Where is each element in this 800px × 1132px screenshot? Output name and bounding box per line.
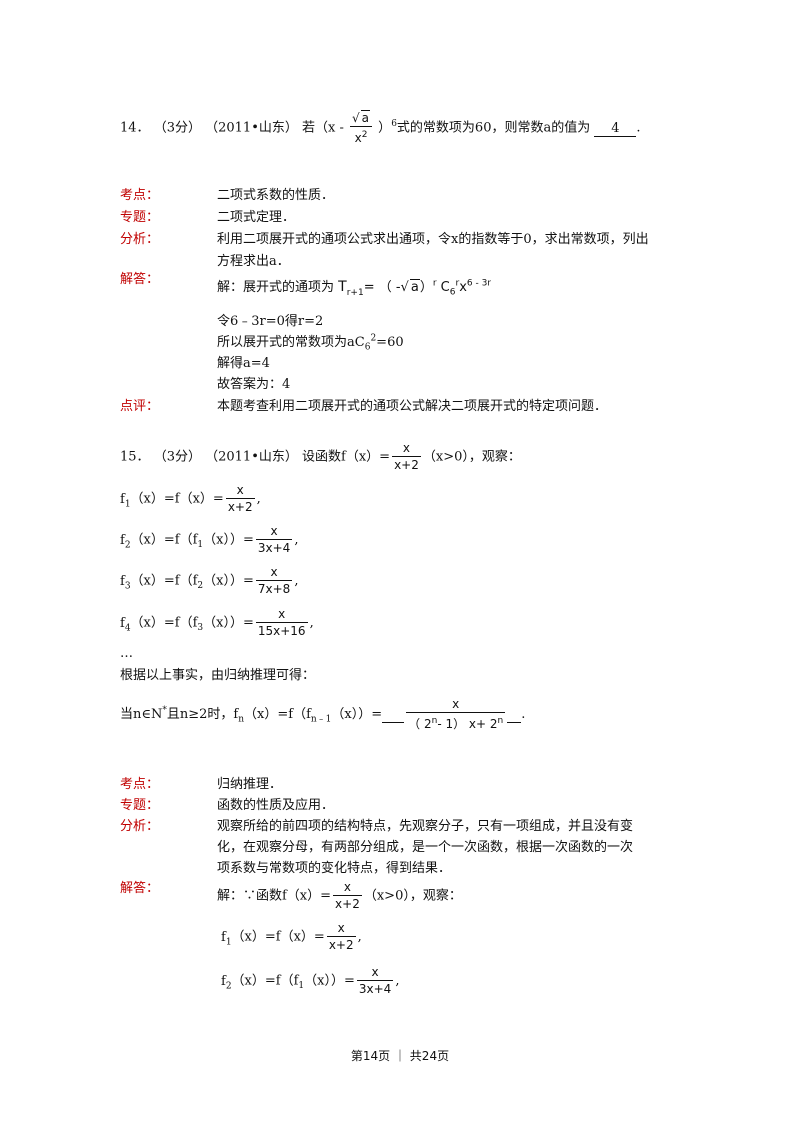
q14-c-sup: r — [455, 278, 460, 289]
q14-fraction: √a x2 — [350, 110, 373, 146]
page-footer: 第14页 ｜ 共24页 — [350, 1049, 450, 1063]
q14-source: （2011•山东） — [205, 120, 298, 136]
q15-answer-fraction: x（ 2n- 1） x+ 2n — [406, 697, 506, 731]
q15-fenxi-line3: 项系数与常数项的变化特点，得到结果． — [217, 861, 452, 876]
q14-step2-pre: 所以展开式的常数项为aC — [217, 335, 365, 350]
q14-zhuanti-label: 专题： — [120, 210, 160, 225]
q15-number: 15． — [120, 449, 150, 465]
q14-fenxi-label: 分析： — [120, 232, 160, 247]
q14-kaodian-label: 考点： — [120, 188, 160, 203]
q15-jieda-label: 解答： — [120, 881, 160, 896]
q14-c-sub: 6 — [449, 287, 456, 298]
q14-number: 14． — [120, 120, 150, 136]
q14-exp6: 6 — [391, 119, 397, 130]
q14-jieda-label: 解答： — [120, 272, 160, 287]
q14-fenxi-line2: 方程求出a． — [217, 254, 290, 269]
q14-t-r: r — [432, 278, 437, 289]
q15-stem-pre: 设函数f（x）= — [302, 449, 391, 465]
q14-frac-den-exp: 2 — [361, 130, 368, 140]
q14-t-mid: = （ - — [363, 280, 401, 295]
q14-end: . — [636, 120, 641, 136]
q15-zhuanti-label: 专题： — [120, 798, 160, 813]
q14-x-exp: 6 - 3r — [466, 278, 492, 289]
q15-fenxi-label: 分析： — [120, 819, 160, 834]
q14-frac-den: x — [354, 131, 362, 145]
q14-stem-post: 式的常数项为60，则常数a的值为 — [396, 120, 591, 136]
q14-dianping-label: 点评： — [120, 399, 160, 414]
q14-step4: 故答案为：4 — [217, 377, 291, 392]
q15-zhuanti: 函数的性质及应用． — [217, 798, 335, 813]
q14-fenxi-line1: 利用二项展开式的通项公式求出通项，令x的指数等于0，求出常数项，列出 — [217, 232, 649, 247]
q15-fenxi-line2: 化，在观察分母，有两部分组成，是一个一次函数，根据一次函数的一次 — [217, 840, 634, 855]
q14-stem: 14． （3分） （2011•山东） 若（x - √a x2 ）6式的常数项为6… — [120, 110, 641, 146]
q14-kaodian: 二项式系数的性质． — [217, 188, 335, 203]
q15-kaodian-label: 考点： — [120, 777, 160, 792]
sqrt-symbol: √ — [352, 111, 360, 125]
q14-jieda-pre: 解：展开式的通项为 — [217, 280, 335, 295]
q14-score: （3分） — [153, 120, 201, 136]
q14-stem-pre: 若（x - — [302, 120, 344, 136]
q15-kaodian: 归纳推理． — [217, 777, 283, 792]
q14-dianping: 本题考查利用二项展开式的通项公式解决二项展开式的特定项问题． — [217, 399, 608, 414]
q14-step1: 令6﹣3r=0得r=2 — [217, 314, 324, 329]
q14-step3: 解得a=4 — [217, 356, 270, 371]
q15-stem-post: （x>0），观察： — [422, 449, 521, 465]
q14-step2-sup: 2 — [370, 333, 377, 344]
q15-fenxi-line1: 观察所给的前四项的结构特点，先观察分子，只有一项组成，并且没有变 — [217, 819, 634, 834]
q14-step2: 所以展开式的常数项为aC62=60 — [217, 331, 404, 353]
q14-step2-sub: 6 — [364, 342, 371, 353]
q14-answer-blank: 4 — [594, 121, 637, 137]
q15-general-term: 当n∈N*且n≥2时，fn（x）=f（fn﹣1（x））= x（ 2n- 1） x… — [120, 697, 526, 731]
q14-jieda-formula: 解：展开式的通项为 Tr+1= （ -√a）r C6rx6 - 3r — [217, 278, 492, 298]
q14-t-sub: r+1 — [346, 287, 364, 298]
q15-ellipsis: … — [120, 646, 133, 661]
q14-step2-post: =60 — [376, 335, 404, 350]
q15-score: （3分） — [153, 449, 201, 465]
q15-induction: 根据以上事实，由归纳推理可得： — [120, 668, 316, 683]
q14-frac-num: a — [360, 110, 371, 125]
q15-source: （2011•山东） — [205, 449, 298, 465]
q15-f1-left: （x）=f（x）= — [130, 491, 224, 507]
q14-zhuanti: 二项式定理． — [217, 210, 296, 225]
